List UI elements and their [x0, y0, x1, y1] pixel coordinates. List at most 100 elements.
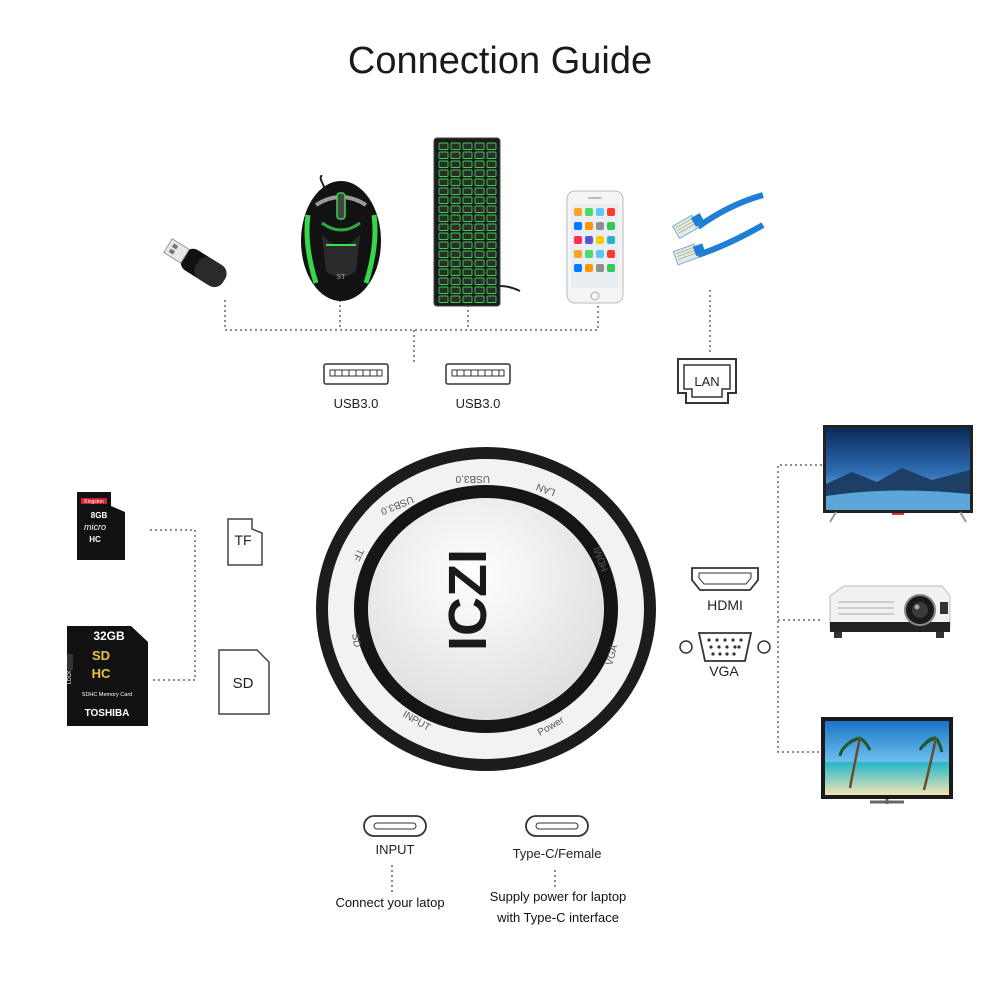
keyboard-key — [462, 241, 473, 249]
hub-ring-tf: TF — [350, 547, 365, 563]
sd-slot-label: SD — [232, 675, 254, 692]
type-c-input-port-icon — [363, 815, 427, 837]
projector-icon — [829, 585, 951, 638]
monitor-icon — [821, 717, 953, 804]
keyboard-key — [462, 268, 473, 276]
keyboard-key — [474, 277, 485, 285]
page-title: Connection Guide — [347, 40, 653, 82]
sd-desc: SDHC Memory Card — [82, 692, 132, 698]
vga-port-icon — [679, 632, 771, 662]
vga-port-label: VGA — [709, 663, 739, 679]
micro-brand: Kingston — [84, 499, 104, 505]
keyboard-key — [438, 142, 449, 150]
keyboard-key — [462, 142, 473, 150]
keyboard-key — [462, 232, 473, 240]
keyboard-key — [462, 169, 473, 177]
keyboard-key — [474, 268, 485, 276]
keyboard-key — [438, 169, 449, 177]
app-tile — [585, 250, 593, 258]
keyboard-key — [474, 214, 485, 222]
keyboard-key — [438, 223, 449, 231]
smartphone-icon — [566, 190, 624, 304]
keyboard-key — [486, 196, 497, 204]
keyboard-key — [450, 286, 461, 294]
app-tile — [596, 250, 604, 258]
keyboard-icon — [433, 137, 521, 307]
app-tile — [585, 236, 593, 244]
type-c-female-label: Type-C/Female — [512, 846, 602, 861]
keyboard-key — [462, 250, 473, 258]
keyboard-key — [462, 196, 473, 204]
hub-ring-usb-b: USB3.0 — [455, 473, 490, 484]
microsd-card-icon: Kingston 8GB micro HC — [77, 492, 125, 560]
keyboard-key — [450, 196, 461, 204]
keyboard-key — [438, 295, 449, 303]
keyboard-key — [474, 241, 485, 249]
keyboard-key — [474, 250, 485, 258]
keyboard-key — [450, 169, 461, 177]
ethernet-cable-icon — [671, 192, 765, 266]
tf-slot-label: TF — [234, 532, 252, 548]
hub-ring-sd: SD — [349, 633, 362, 649]
app-tile — [574, 208, 582, 216]
keyboard-key — [474, 169, 485, 177]
keyboard-key — [450, 151, 461, 159]
keyboard-key — [474, 205, 485, 213]
usb-port-label-1: USB3.0 — [333, 396, 379, 411]
usb-flash-drive-icon — [163, 238, 227, 288]
keyboard-key — [438, 286, 449, 294]
app-tile — [607, 222, 615, 230]
app-tile — [585, 208, 593, 216]
keyboard-key — [486, 142, 497, 150]
micro-hc: HC — [89, 535, 101, 544]
hdmi-port-icon — [691, 567, 759, 591]
micro-size: 8GB — [91, 511, 108, 520]
keyboard-key — [486, 295, 497, 303]
keyboard-key — [486, 187, 497, 195]
keyboard-key — [450, 223, 461, 231]
app-tile — [607, 208, 615, 216]
app-tile — [596, 264, 604, 272]
keyboard-key — [450, 205, 461, 213]
keyboard-key — [450, 295, 461, 303]
keyboard-key — [486, 169, 497, 177]
sd-size: 32GB — [93, 629, 125, 643]
keyboard-key — [486, 205, 497, 213]
keyboard-key — [450, 259, 461, 267]
svg-text:ST: ST — [337, 274, 347, 281]
app-tile — [607, 236, 615, 244]
app-tile — [574, 250, 582, 258]
keyboard-key — [438, 250, 449, 258]
sd-slot-icon — [218, 649, 270, 715]
keyboard-key — [486, 151, 497, 159]
keyboard-key — [474, 178, 485, 186]
app-tile — [596, 236, 604, 244]
keyboard-key — [438, 196, 449, 204]
keyboard-key — [486, 178, 497, 186]
sd-lock: LOCK — [67, 670, 73, 684]
power-description-line-1: Supply power for laptop — [489, 889, 627, 904]
keyboard-key — [438, 232, 449, 240]
hdmi-port-label: HDMI — [707, 597, 743, 613]
keyboard-key — [486, 277, 497, 285]
keyboard-key — [486, 160, 497, 168]
keyboard-key — [438, 277, 449, 285]
lan-port-label: LAN — [694, 374, 720, 389]
app-tile — [607, 264, 615, 272]
keyboard-key — [486, 214, 497, 222]
type-c-power-port-icon — [525, 815, 589, 837]
keyboard-key — [462, 160, 473, 168]
usb-port-icon — [445, 363, 511, 385]
keyboard-key — [438, 268, 449, 276]
app-tile — [596, 222, 604, 230]
tf-slot-icon — [227, 518, 263, 566]
keyboard-key — [450, 277, 461, 285]
keyboard-key — [474, 232, 485, 240]
keyboard-key — [450, 160, 461, 168]
app-tile — [574, 264, 582, 272]
keyboard-key — [450, 232, 461, 240]
keyboard-key — [474, 259, 485, 267]
keyboard-key — [474, 160, 485, 168]
tv-icon — [823, 425, 973, 523]
